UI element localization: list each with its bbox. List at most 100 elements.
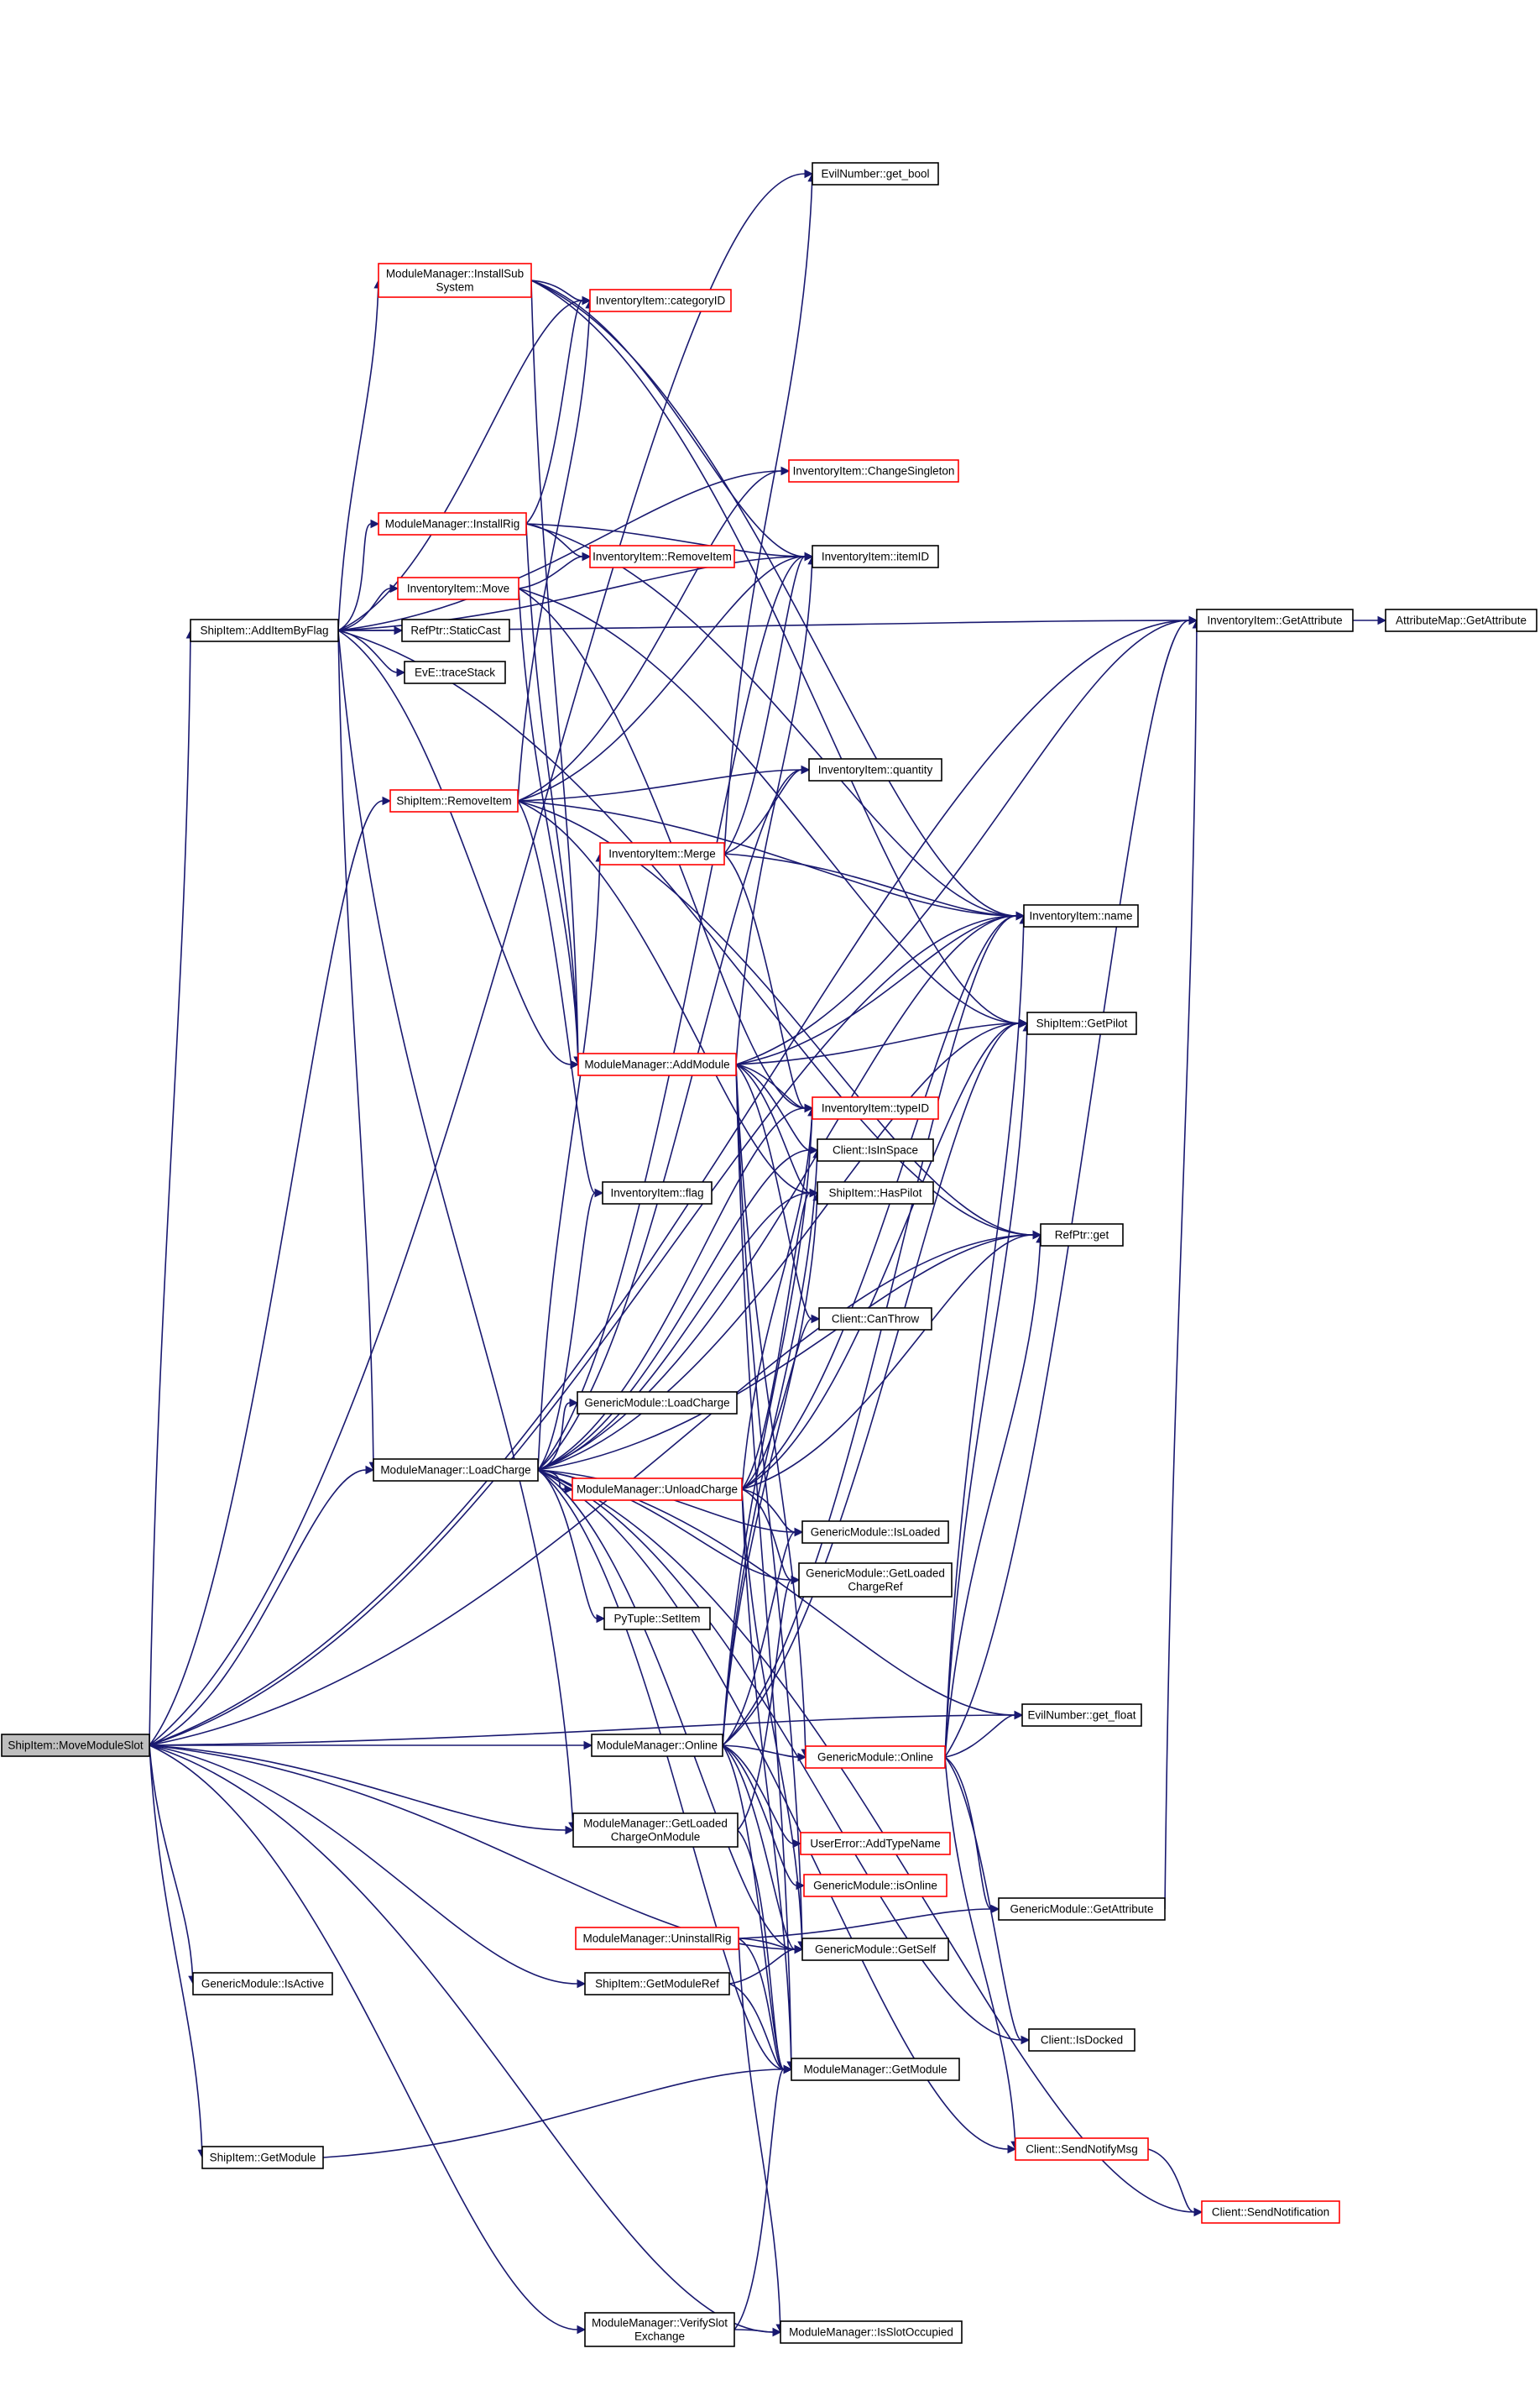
- graph-node-staticcast[interactable]: RefPtr::StaticCast: [401, 619, 510, 642]
- node-box[interactable]: [1026, 1012, 1137, 1035]
- node-box[interactable]: [998, 1897, 1166, 1921]
- node-box[interactable]: [201, 2146, 324, 2169]
- node-box[interactable]: [788, 459, 959, 483]
- graph-node-quantity[interactable]: InventoryItem::quantity: [808, 758, 942, 782]
- node-box[interactable]: [1028, 2028, 1135, 2052]
- graph-node-isloaded[interactable]: GenericModule::IsLoaded: [801, 1520, 949, 1544]
- graph-node-name[interactable]: InventoryItem::name: [1023, 904, 1139, 928]
- graph-node-removeitem-inv[interactable]: InventoryItem::RemoveItem: [589, 545, 735, 568]
- node-box[interactable]: [584, 1972, 730, 1995]
- graph-node-isslotoccupied[interactable]: ModuleManager::IsSlotOccupied: [780, 2320, 963, 2344]
- node-box[interactable]: [572, 1812, 739, 1848]
- graph-node-unloadcharge[interactable]: ModuleManager::UnloadCharge: [572, 1478, 743, 1501]
- node-box[interactable]: [603, 1607, 711, 1630]
- graph-node-uninstallrig[interactable]: ModuleManager::UninstallRig: [575, 1927, 739, 1950]
- graph-node-getpilot[interactable]: ShipItem::GetPilot: [1026, 1012, 1137, 1035]
- node-box[interactable]: [803, 1874, 947, 1897]
- graph-node-getattribute-inv[interactable]: InventoryItem::GetAttribute: [1196, 609, 1354, 632]
- node-box[interactable]: [404, 661, 506, 684]
- node-box[interactable]: [801, 1938, 949, 1961]
- node-box[interactable]: [812, 545, 939, 568]
- node-box[interactable]: [572, 1478, 743, 1501]
- node-box[interactable]: [378, 263, 532, 298]
- graph-node-getself[interactable]: GenericModule::GetSelf: [801, 1938, 949, 1961]
- graph-node-sendnotification[interactable]: Client::SendNotification: [1201, 2200, 1340, 2224]
- node-box[interactable]: [800, 1832, 951, 1855]
- node-box[interactable]: [1040, 1223, 1124, 1247]
- graph-node-isonline[interactable]: GenericModule::isOnline: [803, 1874, 947, 1897]
- node-box[interactable]: [818, 1307, 932, 1331]
- graph-node-mm-online[interactable]: ModuleManager::Online: [591, 1734, 723, 1757]
- graph-node-tracestack[interactable]: EvE::traceStack: [404, 661, 506, 684]
- node-box[interactable]: [780, 2320, 963, 2344]
- node-box[interactable]: [791, 2058, 960, 2081]
- node-box[interactable]: [397, 577, 519, 600]
- node-box[interactable]: [1201, 2200, 1340, 2224]
- graph-node-sendnotifymsg[interactable]: Client::SendNotifyMsg: [1015, 2137, 1149, 2161]
- graph-node-isdocked[interactable]: Client::IsDocked: [1028, 2028, 1135, 2052]
- graph-node-addmodule[interactable]: ModuleManager::AddModule: [577, 1053, 737, 1076]
- graph-node-removeitem-ship[interactable]: ShipItem::RemoveItem: [389, 789, 519, 813]
- graph-node-changesingleton[interactable]: InventoryItem::ChangeSingleton: [788, 459, 959, 483]
- node-box[interactable]: [389, 789, 519, 813]
- graph-node-haspilot[interactable]: ShipItem::HasPilot: [817, 1181, 934, 1205]
- graph-node-mm-loadcharge[interactable]: ModuleManager::LoadCharge: [373, 1458, 539, 1482]
- graph-node-itemid[interactable]: InventoryItem::itemID: [812, 545, 939, 568]
- node-box[interactable]: [373, 1458, 539, 1482]
- graph-node-gm-online[interactable]: GenericModule::Online: [805, 1745, 946, 1769]
- node-box[interactable]: [584, 2312, 735, 2347]
- node-box[interactable]: [812, 1096, 939, 1120]
- graph-node-settitem[interactable]: PyTuple::SetItem: [603, 1607, 711, 1630]
- graph-node-getmoduleref[interactable]: ShipItem::GetModuleRef: [584, 1972, 730, 1995]
- node-box[interactable]: [192, 1972, 333, 1995]
- node-box[interactable]: [1015, 2137, 1149, 2161]
- graph-node-addtypename[interactable]: UserError::AddTypeName: [800, 1832, 951, 1855]
- graph-node-isinspace[interactable]: Client::IsInSpace: [817, 1138, 934, 1162]
- graph-node-canthrow[interactable]: Client::CanThrow: [818, 1307, 932, 1331]
- graph-node-additembyflag[interactable]: ShipItem::AddItemByFlag: [190, 619, 339, 642]
- graph-node-ship-getmodule[interactable]: ShipItem::GetModule: [201, 2146, 324, 2169]
- node-box[interactable]: [577, 1053, 737, 1076]
- graph-node-move[interactable]: InventoryItem::Move: [397, 577, 519, 600]
- graph-node-get-float[interactable]: EvilNumber::get_float: [1021, 1703, 1142, 1727]
- node-box[interactable]: [805, 1745, 946, 1769]
- graph-node-attrmap-getattr[interactable]: AttributeMap::GetAttribute: [1385, 609, 1537, 632]
- node-box[interactable]: [1023, 904, 1139, 928]
- node-box[interactable]: [589, 545, 735, 568]
- node-box[interactable]: [817, 1138, 934, 1162]
- node-box[interactable]: [401, 619, 510, 642]
- graph-node-root[interactable]: ShipItem::MoveModuleSlot: [1, 1734, 150, 1757]
- node-box[interactable]: [190, 619, 339, 642]
- node-box[interactable]: [1, 1734, 150, 1757]
- graph-node-installrig[interactable]: ModuleManager::InstallRig: [378, 512, 527, 536]
- graph-node-isactive[interactable]: GenericModule::IsActive: [192, 1972, 333, 1995]
- node-box[interactable]: [602, 1181, 713, 1205]
- graph-node-get-bool[interactable]: EvilNumber::get_bool: [812, 162, 939, 186]
- graph-node-typeid[interactable]: InventoryItem::typeID: [812, 1096, 939, 1120]
- node-box[interactable]: [589, 289, 732, 312]
- node-box[interactable]: [808, 758, 942, 782]
- node-box[interactable]: [1385, 609, 1537, 632]
- node-box[interactable]: [591, 1734, 723, 1757]
- graph-node-flag[interactable]: InventoryItem::flag: [602, 1181, 713, 1205]
- node-box[interactable]: [575, 1927, 739, 1950]
- graph-node-gm-getattribute[interactable]: GenericModule::GetAttribute: [998, 1897, 1166, 1921]
- node-box[interactable]: [817, 1181, 934, 1205]
- graph-node-refptr-get[interactable]: RefPtr::get: [1040, 1223, 1124, 1247]
- graph-node-categoryid[interactable]: InventoryItem::categoryID: [589, 289, 732, 312]
- graph-node-merge[interactable]: InventoryItem::Merge: [599, 842, 725, 866]
- node-box[interactable]: [812, 162, 939, 186]
- graph-node-mm-getmodule[interactable]: ModuleManager::GetModule: [791, 2058, 960, 2081]
- node-box[interactable]: [378, 512, 527, 536]
- node-box[interactable]: [1021, 1703, 1142, 1727]
- node-box[interactable]: [1196, 609, 1354, 632]
- node-box[interactable]: [801, 1520, 949, 1544]
- node-box[interactable]: [798, 1562, 953, 1598]
- node-box[interactable]: [577, 1391, 738, 1415]
- graph-node-gm-loadcharge[interactable]: GenericModule::LoadCharge: [577, 1391, 738, 1415]
- node-box[interactable]: [599, 842, 725, 866]
